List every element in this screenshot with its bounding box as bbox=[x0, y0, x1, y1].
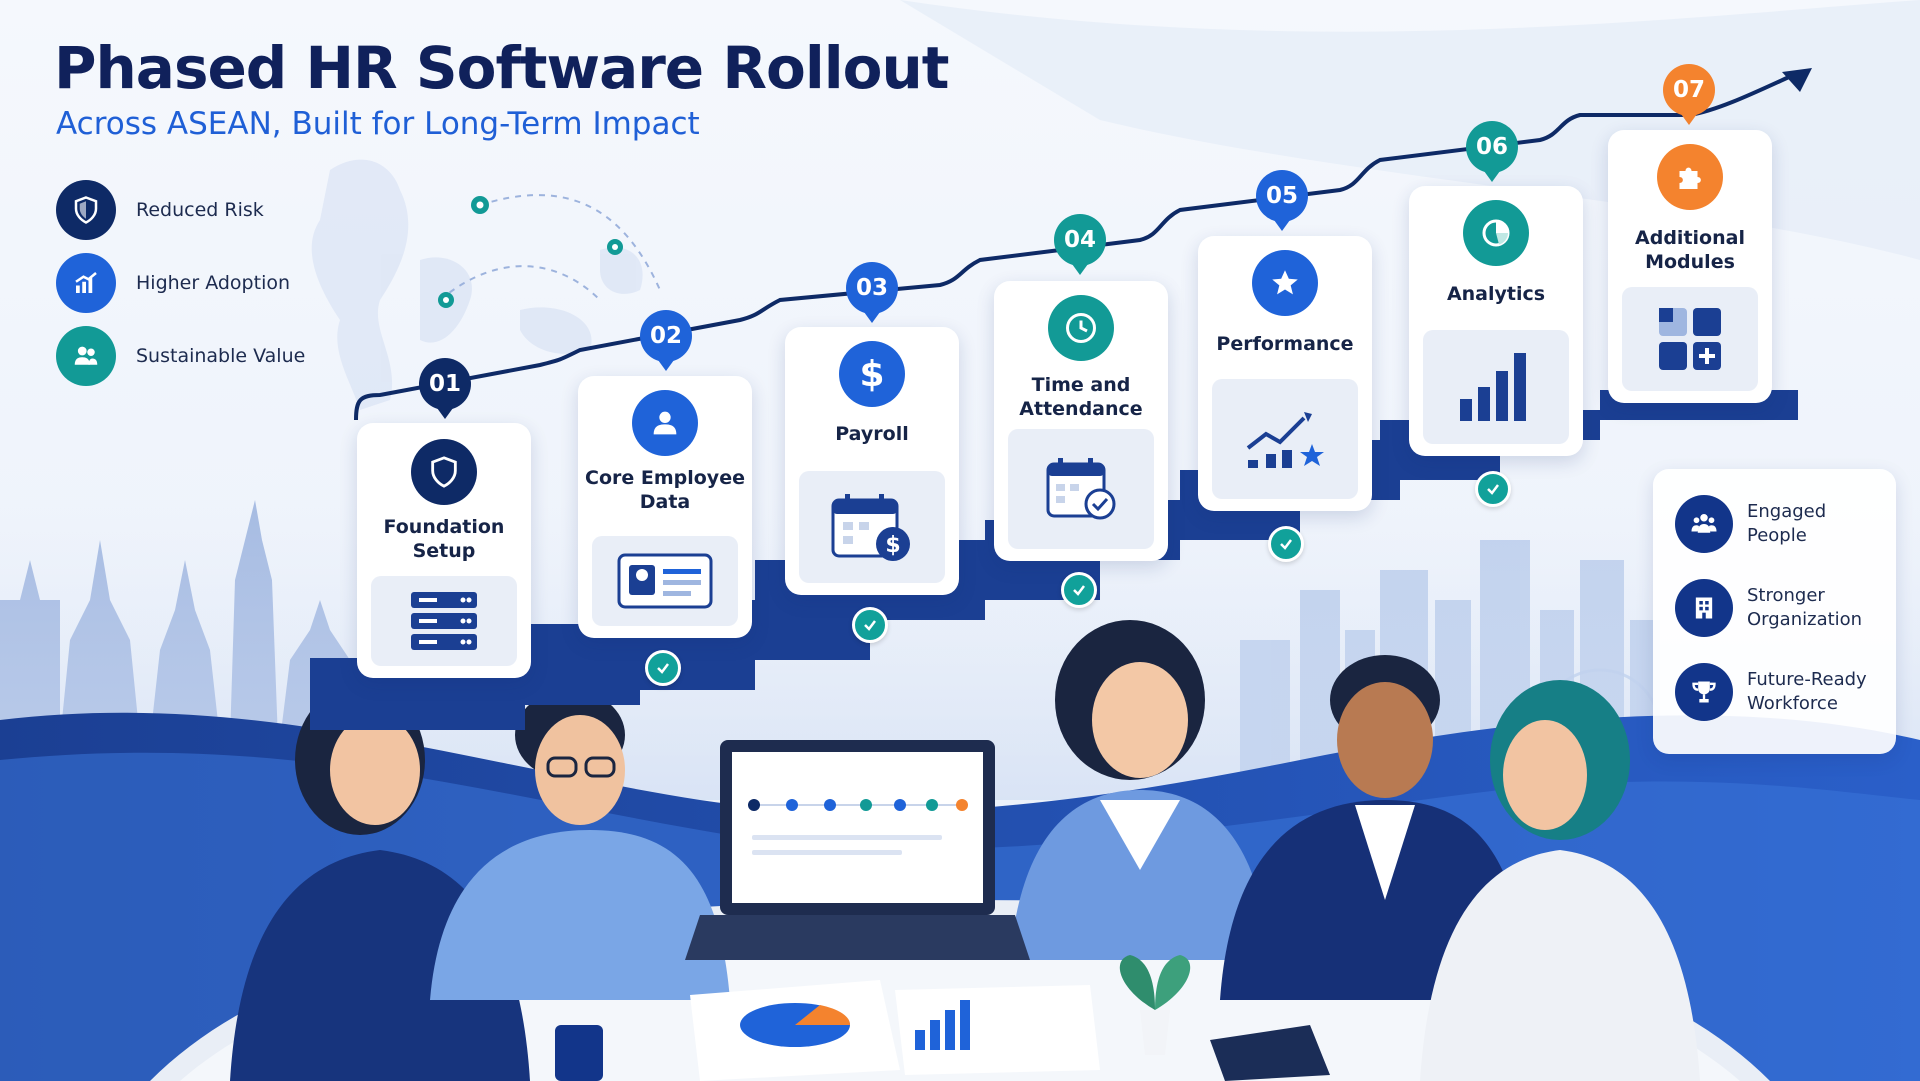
phase-label: Foundation Setup bbox=[383, 516, 505, 562]
check-icon bbox=[852, 607, 888, 643]
bar-chart-icon bbox=[1423, 330, 1569, 444]
star-icon bbox=[1252, 250, 1318, 316]
map-pin-icon bbox=[607, 239, 623, 255]
outcome-label: Stronger Organization bbox=[1747, 585, 1863, 630]
id-card-icon bbox=[592, 536, 738, 626]
phase-card-core-employee-data: Core Employee Data bbox=[578, 376, 752, 638]
benefit-reduced-risk: Reduced Risk bbox=[56, 180, 264, 240]
check-icon bbox=[1061, 572, 1097, 608]
plant bbox=[1119, 955, 1191, 1055]
shield-icon bbox=[56, 180, 116, 240]
outcomes-panel: Engaged People Stronger Organization Fut… bbox=[1653, 469, 1896, 754]
person-presenter bbox=[1010, 620, 1270, 960]
modules-grid-icon bbox=[1622, 287, 1758, 391]
phase-card-analytics: Analytics bbox=[1409, 186, 1583, 456]
phase-card-foundation-setup: Foundation Setup bbox=[357, 423, 531, 678]
calendar-check-icon bbox=[1008, 429, 1154, 549]
svg-text:$: $ bbox=[885, 533, 900, 558]
check-icon bbox=[645, 650, 681, 686]
phase-number-badge: 01 bbox=[419, 358, 471, 419]
benefit-sustainable-value: Sustainable Value bbox=[56, 326, 305, 386]
progress-line bbox=[354, 70, 1801, 421]
phase-label: Performance bbox=[1216, 333, 1354, 355]
building-icon bbox=[1675, 579, 1733, 637]
check-icon bbox=[1268, 526, 1304, 562]
phase-label: Additional Modules bbox=[1635, 227, 1745, 273]
pie-chart-document bbox=[690, 980, 900, 1081]
outcome-future-ready-workforce: Future-Ready Workforce bbox=[1675, 663, 1887, 721]
phase-number-badge: 07 bbox=[1663, 64, 1715, 125]
outcome-engaged-people: Engaged People bbox=[1675, 495, 1887, 553]
benefit-label: Reduced Risk bbox=[136, 199, 264, 221]
trophy-icon bbox=[1675, 663, 1733, 721]
phase-card-time-and-attendance: Time and Attendance bbox=[994, 281, 1168, 561]
map-pin-icon bbox=[471, 196, 489, 214]
phase-card-performance: Performance bbox=[1198, 236, 1372, 511]
asean-map bbox=[311, 159, 643, 410]
phase-card-additional-modules: Additional Modules bbox=[1608, 130, 1772, 403]
map-pin-icon bbox=[438, 292, 454, 308]
user-icon bbox=[632, 390, 698, 456]
trend-star-icon bbox=[1212, 379, 1358, 499]
notebook bbox=[1210, 1025, 1330, 1081]
bar-chart-document bbox=[895, 985, 1100, 1075]
shield-icon bbox=[411, 439, 477, 505]
puzzle-icon bbox=[1657, 144, 1723, 210]
phase-label: Time and Attendance bbox=[1019, 374, 1143, 420]
coffee-mug bbox=[555, 1025, 603, 1081]
benefit-label: Higher Adoption bbox=[136, 272, 291, 294]
phase-card-payroll: $ Payroll $ bbox=[785, 327, 959, 595]
group-icon bbox=[1675, 495, 1733, 553]
check-icon bbox=[1475, 471, 1511, 507]
phase-number-badge: 06 bbox=[1466, 121, 1518, 182]
people-icon bbox=[56, 326, 116, 386]
outcome-label: Future-Ready Workforce bbox=[1747, 669, 1867, 714]
server-icon bbox=[371, 576, 517, 666]
person-hijab bbox=[1420, 680, 1700, 1081]
page-subtitle: Across ASEAN, Built for Long-Term Impact bbox=[56, 106, 700, 142]
arrow-head-icon bbox=[1782, 68, 1812, 92]
benefit-label: Sustainable Value bbox=[136, 345, 306, 367]
phase-number-badge: 04 bbox=[1054, 214, 1106, 275]
person-glasses bbox=[430, 690, 730, 1000]
growth-chart-icon bbox=[56, 253, 116, 313]
page-title: Phased HR Software Rollout bbox=[54, 34, 949, 102]
benefit-higher-adoption: Higher Adoption bbox=[56, 253, 290, 313]
dollar-icon: $ bbox=[839, 341, 905, 407]
clock-icon bbox=[1048, 295, 1114, 361]
laptop bbox=[685, 740, 1030, 960]
phase-number-badge: 05 bbox=[1256, 170, 1308, 231]
phase-number-badge: 03 bbox=[846, 262, 898, 323]
outcome-stronger-organization: Stronger Organization bbox=[1675, 579, 1887, 637]
calendar-dollar-icon: $ bbox=[799, 471, 945, 583]
phase-label: Core Employee Data bbox=[585, 467, 745, 513]
phase-label: Payroll bbox=[835, 423, 909, 445]
phase-number-badge: 02 bbox=[640, 310, 692, 371]
outcome-label: Engaged People bbox=[1747, 501, 1827, 546]
phase-label: Analytics bbox=[1446, 283, 1546, 305]
pie-chart-icon bbox=[1463, 200, 1529, 266]
